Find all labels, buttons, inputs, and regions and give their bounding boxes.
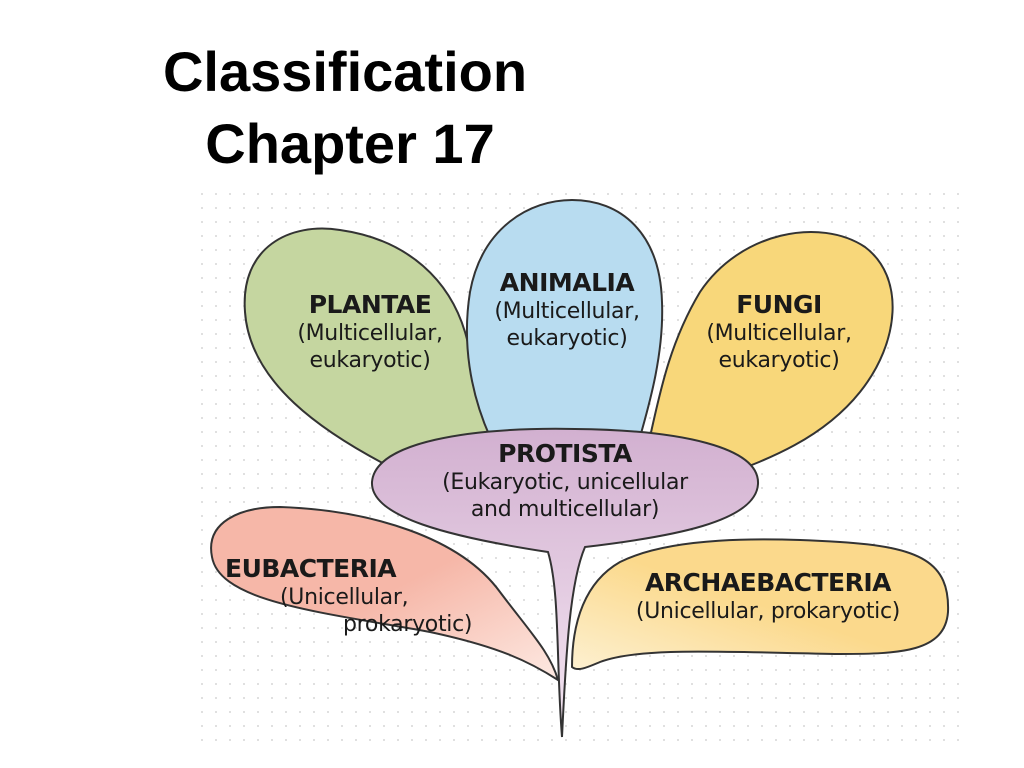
archaebacteria-label: ARCHAEBACTERIA (Unicellular, prokaryotic… xyxy=(588,568,948,625)
slide-subtitle: Chapter 17 xyxy=(205,112,495,175)
kingdom-desc: (Unicellular, xyxy=(280,585,409,610)
plantae-label: PLANTAE (Multicellular, eukaryotic) xyxy=(250,290,490,374)
slide-title: Classification xyxy=(162,40,528,103)
kingdom-desc: (Eukaryotic, unicellular xyxy=(442,470,688,495)
kingdom-diagram: PLANTAE (Multicellular, eukaryotic) ANIM… xyxy=(200,192,960,752)
kingdom-desc: (Multicellular, xyxy=(494,299,640,324)
kingdom-desc: eukaryotic) xyxy=(309,348,431,373)
protista-label: PROTISTA (Eukaryotic, unicellular and mu… xyxy=(390,439,740,523)
kingdom-name: FUNGI xyxy=(736,290,822,319)
kingdom-name: ARCHAEBACTERIA xyxy=(644,568,892,597)
kingdom-name: ANIMALIA xyxy=(499,268,635,297)
protista-body xyxy=(370,427,760,738)
kingdom-name: EUBACTERIA xyxy=(225,554,397,583)
archaebacteria-leaf xyxy=(570,538,950,671)
kingdom-desc: prokaryotic) xyxy=(343,612,473,637)
kingdom-desc: eukaryotic) xyxy=(506,326,628,351)
diagram-graphic xyxy=(200,192,960,752)
kingdom-desc: eukaryotic) xyxy=(718,348,840,373)
kingdom-desc: (Unicellular, prokaryotic) xyxy=(635,599,901,624)
kingdom-name: PLANTAE xyxy=(308,290,432,319)
fungi-label: FUNGI (Multicellular, eukaryotic) xyxy=(674,290,884,374)
eubacteria-label: EUBACTERIA (Unicellular, prokaryotic) xyxy=(225,554,472,638)
fungi-petal xyxy=(648,231,894,479)
kingdom-desc: and multicellular) xyxy=(470,497,660,522)
kingdom-name: PROTISTA xyxy=(498,439,632,468)
eubacteria-leaf xyxy=(210,505,560,683)
kingdom-desc: (Multicellular, xyxy=(297,321,443,346)
kingdom-desc: (Multicellular, xyxy=(706,321,852,346)
animalia-label: ANIMALIA (Multicellular, eukaryotic) xyxy=(462,268,672,352)
animalia-petal xyxy=(465,198,664,438)
